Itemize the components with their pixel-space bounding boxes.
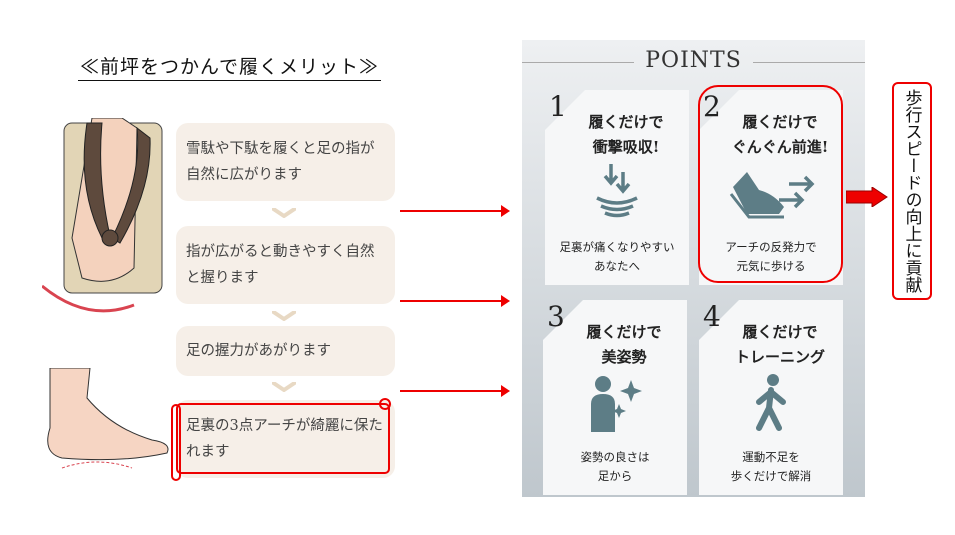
connector-arrow [400, 205, 510, 217]
step-2: 指が広がると動きやすく自然と握ります [176, 226, 395, 304]
chevron-down-icon [272, 382, 296, 392]
card-title: 履くだけで [742, 113, 818, 131]
connector-arrow [400, 385, 510, 397]
chevron-down-icon [272, 311, 296, 321]
card-subtitle: 歩くだけで解消 [730, 469, 812, 483]
card-title: 美姿勢 [601, 348, 647, 366]
card-subtitle: 運動不足を [742, 450, 800, 464]
result-arrow-icon [846, 187, 888, 207]
card-number: 1 [549, 90, 567, 123]
card-title: 履くだけで [586, 323, 662, 341]
foot-arch-illustration [47, 368, 169, 469]
posture-sparkle-icon [591, 376, 642, 432]
card-subtitle: 姿勢の良さは [580, 450, 650, 464]
card-subtitle: 足裏が痛くなりやすい [559, 240, 675, 254]
card-title: 履くだけで [742, 323, 818, 341]
card-number: 4 [703, 300, 721, 333]
step-1: 雪駄や下駄を履くと足の指が自然に広がります [176, 123, 395, 201]
chevron-down-icon [272, 208, 296, 218]
card-number: 3 [547, 300, 565, 333]
walking-person-icon [756, 374, 786, 431]
connector-arrow [400, 295, 510, 307]
card-subtitle: 元気に歩ける [736, 259, 806, 273]
shoe-forward-icon [729, 172, 815, 219]
point-card-1: 履くだけで衝撃吸収! 足裏が痛くなりやすいあなたへ [545, 90, 689, 285]
card-subtitle: あなたへ [594, 259, 640, 273]
page-title: ≪前坪をつかんで履くメリット≫ [78, 52, 382, 81]
point-card-2: 履くだけでぐんぐん前進! アーチの反発力で元気に歩ける [699, 90, 843, 285]
card-subtitle: アーチの反発力で [725, 240, 817, 254]
geta-foot-illustration [42, 118, 163, 313]
scroll-highlight-frame [171, 398, 391, 481]
points-panel: POINTS 履くだけで衝撃吸収! 足裏が痛くなりやすいあなたへ 1 履くだけで… [522, 40, 865, 497]
card-title: トレーニング [734, 348, 825, 366]
highlight-frame [698, 85, 843, 283]
impact-absorb-icon [596, 164, 638, 218]
result-label: 歩行スピードの向上に貢献 [892, 82, 932, 300]
point-card-3: 履くだけで美姿勢 姿勢の良さは足から [543, 300, 687, 495]
card-title: ぐんぐん前進! [731, 138, 829, 156]
points-heading: POINTS [645, 48, 742, 73]
step-4: 足裏の3点アーチが綺麗に保たれます [176, 400, 395, 478]
card-title: 衝撃吸収! [592, 138, 660, 156]
card-subtitle: 足から [597, 469, 633, 483]
point-card-4: 履くだけでトレーニング 運動不足を歩くだけで解消 [699, 300, 843, 495]
card-title: 履くだけで [588, 113, 664, 131]
step-3: 足の握力があがります [176, 326, 395, 376]
